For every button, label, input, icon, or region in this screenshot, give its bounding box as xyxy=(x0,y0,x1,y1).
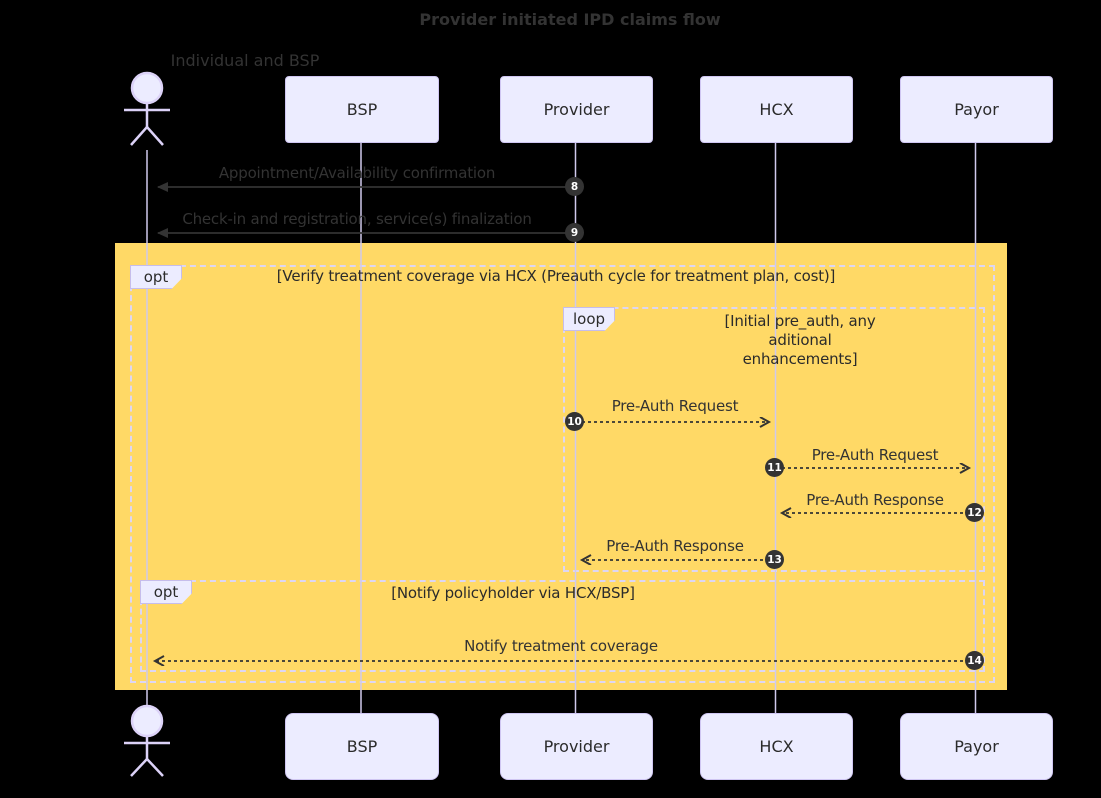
message-label-14: Notify treatment coverage xyxy=(464,637,658,655)
message-label-10: Pre-Auth Request xyxy=(611,397,739,415)
participant-bsp-bottom: BSP xyxy=(285,713,439,780)
participant-provider-top: Provider xyxy=(500,76,653,143)
participant-label: BSP xyxy=(346,100,378,119)
message-label-8: Appointment/Availability confirmation xyxy=(218,164,496,182)
participant-label: Payor xyxy=(954,737,999,756)
highlight-rect xyxy=(115,243,1007,690)
fragment-loop-label: loop xyxy=(563,307,615,331)
diagram-title: Provider initiated IPD claims flow xyxy=(419,10,721,29)
fragment-opt-2-border xyxy=(140,580,985,672)
fragment-loop-condition: [Initial pre_auth, any aditional enhance… xyxy=(724,312,876,368)
message-seq-badge-10: 10 xyxy=(565,412,584,431)
message-label-9: Check-in and registration, service(s) fi… xyxy=(182,210,532,228)
participant-label: HCX xyxy=(759,737,794,756)
participant-payor-top: Payor xyxy=(900,76,1053,143)
participant-label: Provider xyxy=(543,737,610,756)
fragment-opt-2-condition: [Notify policyholder via HCX/BSP] xyxy=(391,584,635,602)
message-seq-badge-8: 8 xyxy=(565,177,584,196)
participant-provider-bottom: Provider xyxy=(500,713,653,780)
participant-bsp-top: BSP xyxy=(285,76,439,143)
participant-hcx-top: HCX xyxy=(700,76,853,143)
actor-figure-top xyxy=(124,71,170,146)
actor-figure-bottom xyxy=(124,704,170,777)
message-label-13: Pre-Auth Response xyxy=(606,537,744,555)
fragment-opt-1-condition: [Verify treatment coverage via HCX (Prea… xyxy=(276,267,836,285)
fragment-opt-1-border xyxy=(130,265,995,683)
fragment-loop-border xyxy=(563,307,985,572)
participant-payor-bottom: Payor xyxy=(900,713,1053,780)
participant-hcx-bottom: HCX xyxy=(700,713,853,780)
message-label-11: Pre-Auth Request xyxy=(811,446,939,464)
fragment-opt-2-label: opt xyxy=(140,580,192,604)
message-seq-badge-9: 9 xyxy=(565,223,584,242)
message-seq-badge-13: 13 xyxy=(765,550,784,569)
participant-label: Provider xyxy=(543,100,610,119)
actor-label: Individual and BSP xyxy=(170,51,320,70)
participant-label: HCX xyxy=(759,100,794,119)
message-seq-badge-14: 14 xyxy=(965,651,984,670)
fragment-opt-1-label: opt xyxy=(130,265,182,289)
message-seq-badge-12: 12 xyxy=(965,503,984,522)
message-label-12: Pre-Auth Response xyxy=(806,491,944,509)
participant-label: BSP xyxy=(346,737,378,756)
message-seq-badge-11: 11 xyxy=(765,458,784,477)
participant-label: Payor xyxy=(954,100,999,119)
message-arrows xyxy=(156,182,975,661)
